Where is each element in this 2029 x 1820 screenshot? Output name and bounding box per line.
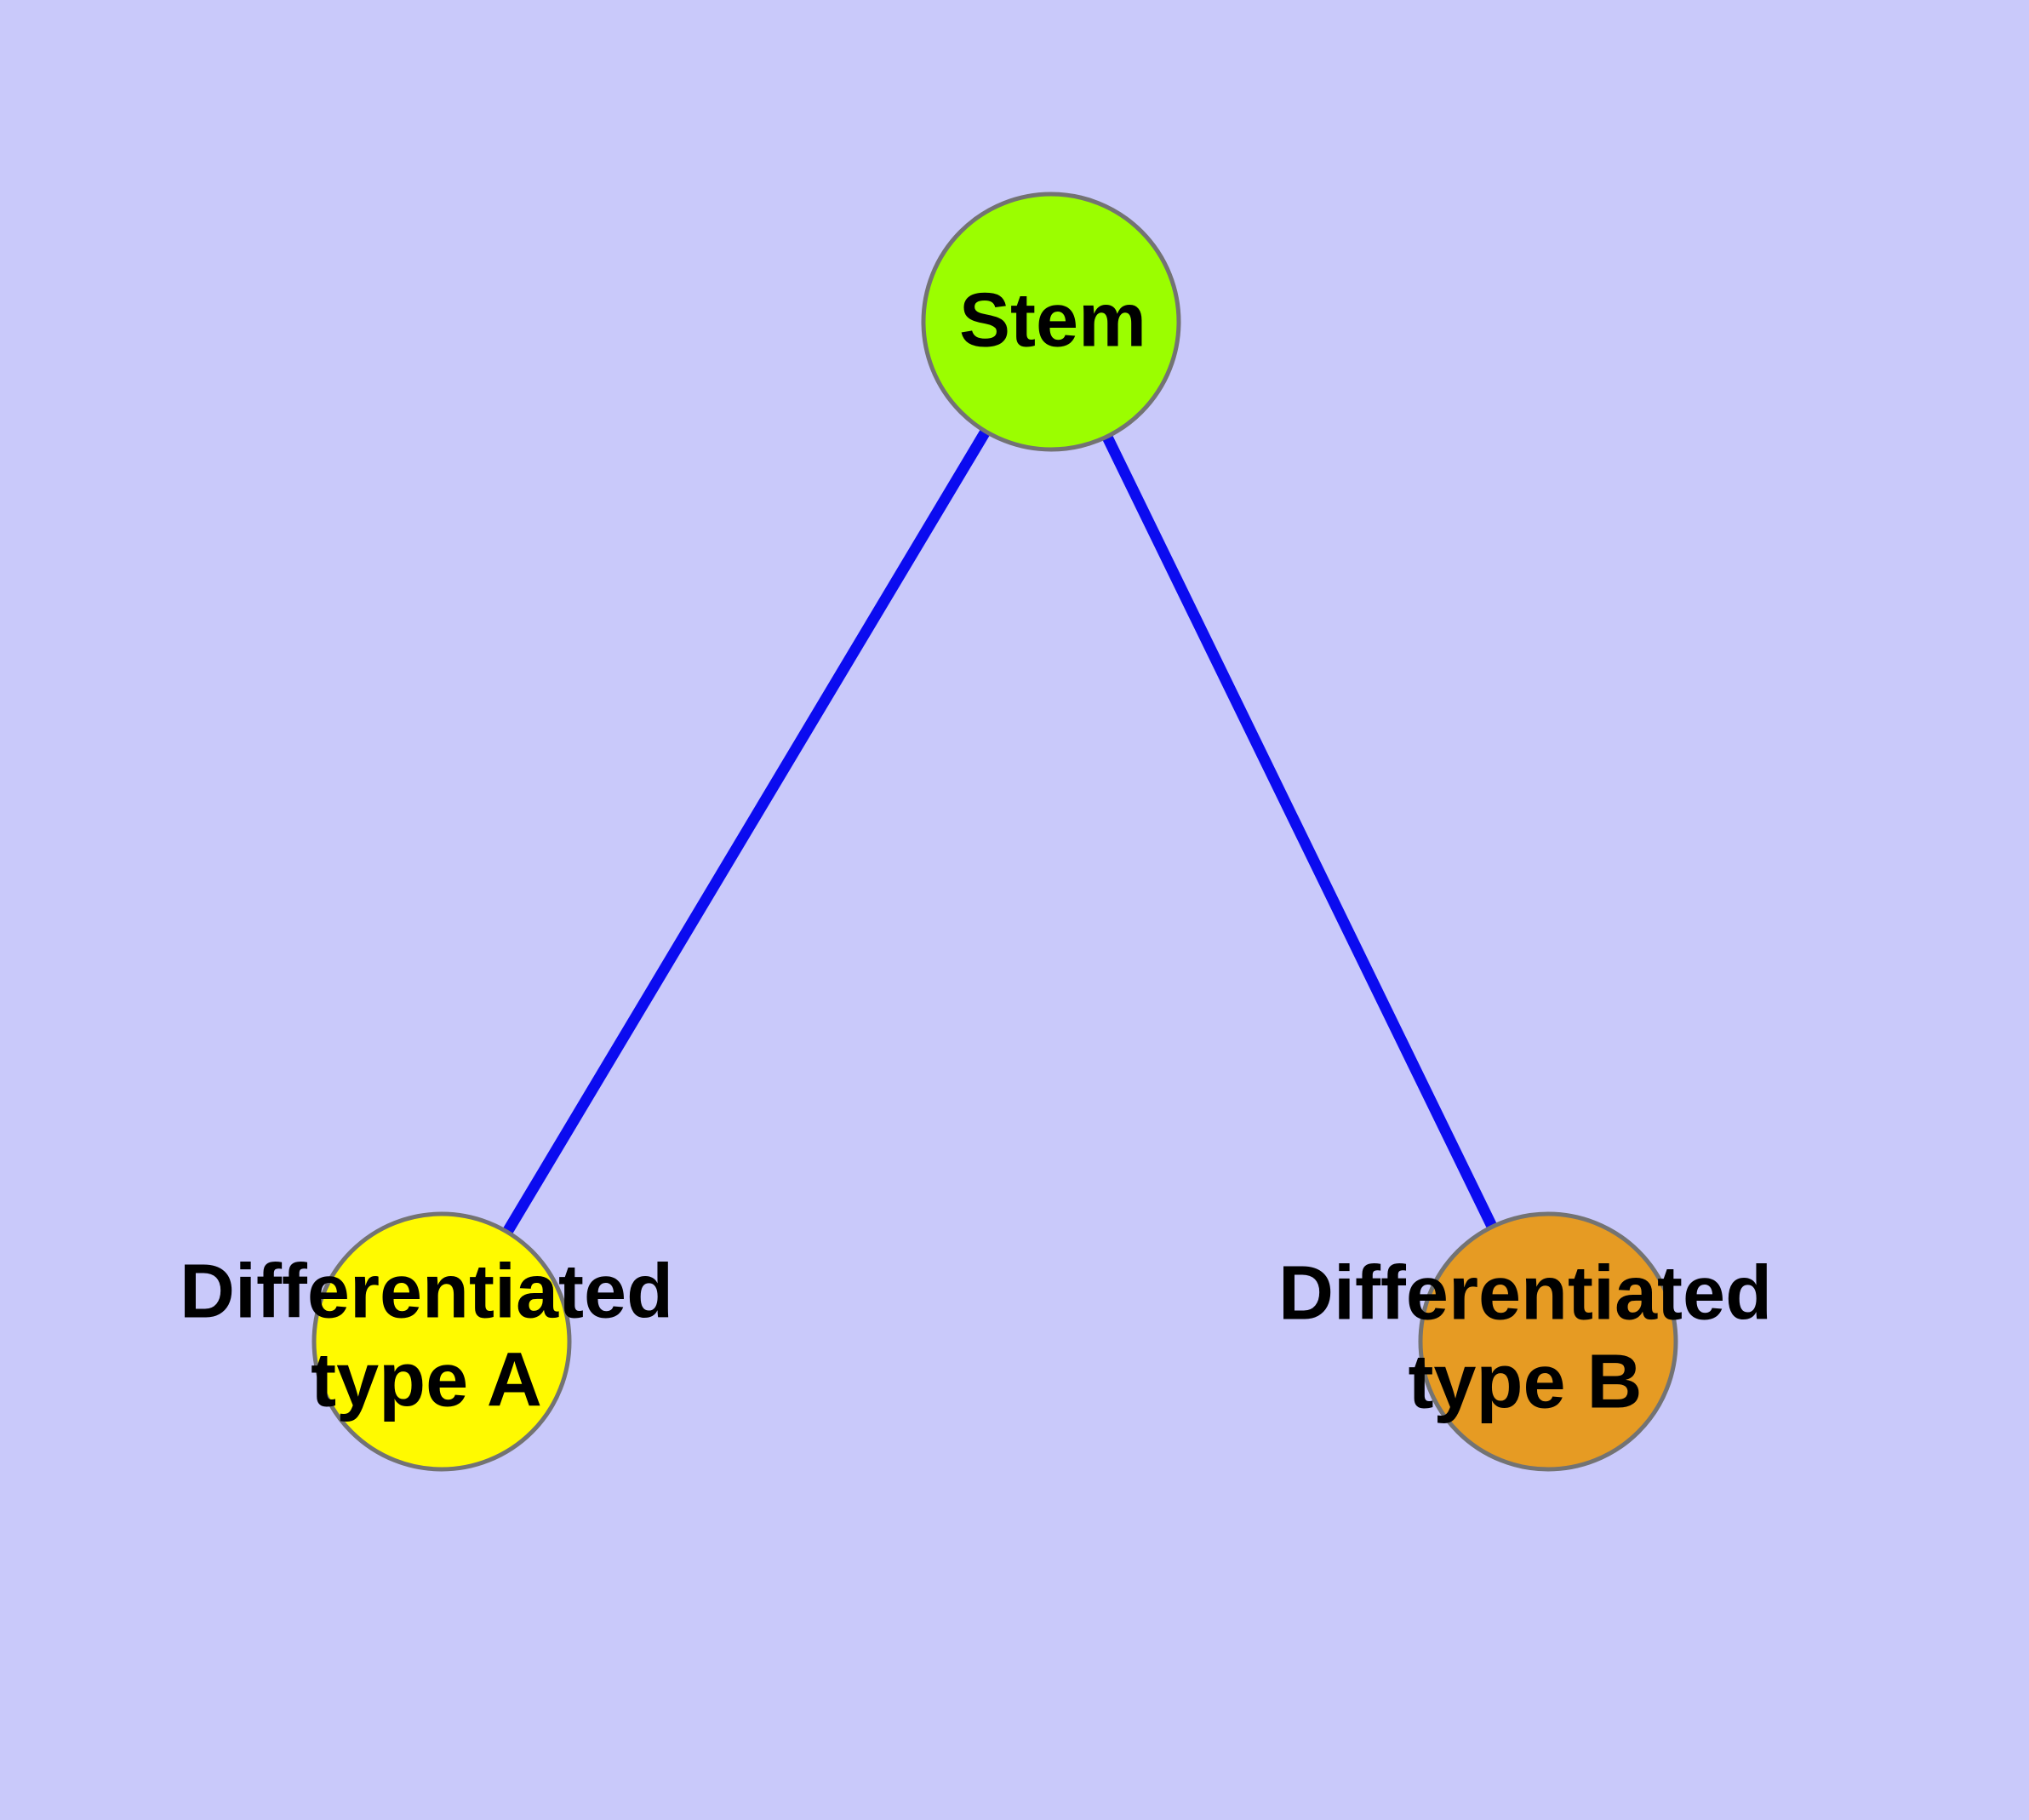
node-stem-circle (921, 192, 1181, 452)
node-differentiated-type-b-circle (1418, 1211, 1678, 1472)
edge-stem-to-type-b (1046, 319, 1553, 1344)
node-differentiated-type-a-circle (311, 1211, 572, 1472)
edge-stem-to-type-a (437, 318, 1056, 1345)
